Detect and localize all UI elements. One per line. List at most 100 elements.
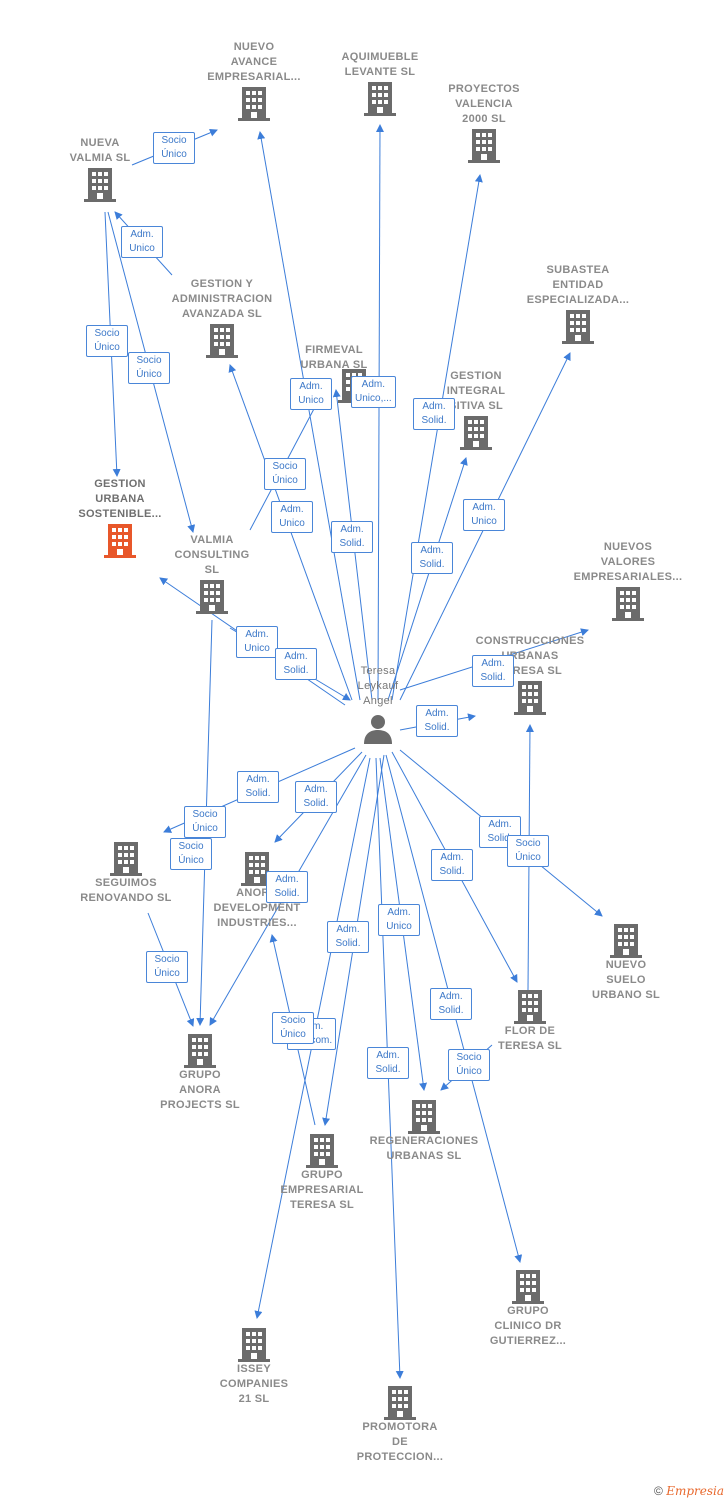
- relation-label[interactable]: Adm. Solid.: [430, 988, 472, 1020]
- company-label: ANORA DEVELOPMENT INDUSTRIES...: [213, 887, 301, 929]
- company-node-valmia-consulting[interactable]: VALMIA CONSULTING SL: [142, 533, 282, 614]
- company-label: AQUIMUEBLE LEVANTE SL: [341, 51, 419, 78]
- company-label: GRUPO ANORA PROJECTS SL: [160, 1069, 240, 1111]
- relation-label[interactable]: Adm. Unico,...: [351, 376, 396, 408]
- company-node-nuevos-valores[interactable]: NUEVOS VALORES EMPRESARIALES...: [558, 540, 698, 621]
- building-icon: [562, 310, 594, 344]
- relation-label[interactable]: Socio Único: [184, 806, 226, 838]
- building-icon: [110, 842, 142, 876]
- relation-label[interactable]: Adm. Unico: [290, 378, 332, 410]
- relation-label[interactable]: Socio Único: [264, 458, 306, 490]
- relation-label[interactable]: Adm. Solid.: [295, 781, 337, 813]
- relation-label[interactable]: Socio Único: [272, 1012, 314, 1044]
- building-icon: [196, 580, 228, 614]
- company-label: SEGUIMOS RENOVANDO SL: [80, 877, 172, 904]
- copyright-symbol: ©: [654, 1484, 663, 1498]
- company-node-issey[interactable]: ISSEY COMPANIES 21 SL: [184, 1326, 324, 1407]
- company-node-gestion-administracion[interactable]: GESTION Y ADMINISTRACION AVANZADA SL: [152, 277, 292, 358]
- company-label: GESTION Y ADMINISTRACION AVANZADA SL: [171, 278, 273, 320]
- company-node-gestion-integral[interactable]: GESTION INTEGRAL SITIVA SL: [406, 369, 546, 450]
- company-node-nuevo-avance[interactable]: NUEVO AVANCE EMPRESARIAL...: [184, 40, 324, 121]
- edge: [391, 174, 483, 701]
- company-node-grupo-empresarial[interactable]: GRUPO EMPRESARIAL TERESA SL: [252, 1132, 392, 1213]
- building-icon: [206, 324, 238, 358]
- building-icon: [514, 681, 546, 715]
- building-icon: [238, 1328, 270, 1362]
- relation-label[interactable]: Adm. Unico: [271, 501, 313, 533]
- company-label: NUEVOS VALORES EMPRESARIALES...: [573, 541, 683, 583]
- relation-label[interactable]: Adm. Solid.: [327, 921, 369, 953]
- relation-label[interactable]: Adm. Solid.: [416, 705, 458, 737]
- relation-label[interactable]: Socio Único: [448, 1049, 490, 1081]
- relation-label[interactable]: Adm. Unico: [236, 626, 278, 658]
- company-node-flor-teresa[interactable]: FLOR DE TERESA SL: [460, 988, 600, 1054]
- company-label: NUEVA VALMIA SL: [69, 137, 131, 164]
- company-node-promotora[interactable]: PROMOTORA DE PROTECCION...: [330, 1384, 470, 1465]
- company-label: GESTION URBANA SOSTENIBLE...: [78, 478, 162, 520]
- company-label: PROYECTOS VALENCIA 2000 SL: [448, 83, 520, 125]
- company-label: GRUPO CLINICO DR GUTIERREZ...: [489, 1305, 567, 1347]
- company-label: NUEVO SUELO URBANO SL: [591, 959, 661, 1001]
- company-node-proyectos-valencia[interactable]: PROYECTOS VALENCIA 2000 SL: [414, 82, 554, 163]
- company-label: SUBASTEA ENTIDAD ESPECIALIZADA...: [526, 264, 630, 306]
- building-icon: [104, 524, 136, 558]
- person-node[interactable]: Teresa Leykauf Angel: [308, 664, 448, 745]
- relation-label[interactable]: Adm. Solid.: [367, 1047, 409, 1079]
- company-node-grupo-anora[interactable]: GRUPO ANORA PROJECTS SL: [130, 1032, 270, 1113]
- company-label: REGENERACIONES URBANAS SL: [369, 1135, 479, 1162]
- company-node-nuevo-suelo[interactable]: NUEVO SUELO URBANO SL: [556, 922, 696, 1003]
- company-node-seguimos[interactable]: SEGUIMOS RENOVANDO SL: [56, 840, 196, 906]
- relation-label[interactable]: Socio Único: [170, 838, 212, 870]
- company-node-grupo-clinico[interactable]: GRUPO CLINICO DR GUTIERREZ...: [458, 1268, 598, 1349]
- relation-label[interactable]: Adm. Solid.: [431, 849, 473, 881]
- building-icon: [514, 990, 546, 1024]
- building-icon: [238, 87, 270, 121]
- building-icon: [408, 1100, 440, 1134]
- building-icon: [384, 1386, 416, 1420]
- person-name: Teresa Leykauf Angel: [357, 665, 399, 707]
- relation-label[interactable]: Adm. Solid.: [472, 655, 514, 687]
- relation-label[interactable]: Socio Único: [128, 352, 170, 384]
- building-icon: [512, 1270, 544, 1304]
- building-icon: [610, 924, 642, 958]
- building-icon: [612, 587, 644, 621]
- company-label: GESTION INTEGRAL SITIVA SL: [446, 370, 506, 412]
- edge: [375, 124, 384, 701]
- relation-label[interactable]: Adm. Solid.: [237, 771, 279, 803]
- company-label: FLOR DE TERESA SL: [497, 1025, 563, 1052]
- building-icon: [306, 1134, 338, 1168]
- relation-label[interactable]: Socio Único: [153, 132, 195, 164]
- brand-logo: Empresia: [666, 1484, 724, 1498]
- building-icon: [184, 1034, 216, 1068]
- building-icon: [468, 129, 500, 163]
- company-label: VALMIA CONSULTING SL: [174, 534, 250, 576]
- relation-label[interactable]: Socio Único: [86, 325, 128, 357]
- relation-label[interactable]: Adm. Unico: [378, 904, 420, 936]
- relation-label[interactable]: Socio Único: [507, 835, 549, 867]
- relation-label[interactable]: Adm. Solid.: [266, 871, 308, 903]
- relation-label[interactable]: Adm. Unico: [121, 226, 163, 258]
- company-label: ISSEY COMPANIES 21 SL: [219, 1363, 289, 1405]
- relation-label[interactable]: Socio Único: [146, 951, 188, 983]
- company-node-firmeval[interactable]: FIRMEVAL URBANA SL: [264, 343, 404, 403]
- company-label: NUEVO AVANCE EMPRESARIAL...: [207, 41, 301, 83]
- company-node-nueva-valmia[interactable]: NUEVA VALMIA SL: [30, 136, 170, 202]
- footer-brand[interactable]: © Empresia: [654, 1484, 724, 1498]
- building-icon: [460, 416, 492, 450]
- company-node-regeneraciones[interactable]: REGENERACIONES URBANAS SL: [354, 1098, 494, 1164]
- company-label: GRUPO EMPRESARIAL TERESA SL: [280, 1169, 364, 1211]
- relation-label[interactable]: Adm. Solid.: [411, 542, 453, 574]
- company-node-gestion-urbana[interactable]: GESTION URBANA SOSTENIBLE...: [50, 477, 190, 558]
- relation-label[interactable]: Adm. Solid.: [331, 521, 373, 553]
- relation-label[interactable]: Adm. Solid.: [413, 398, 455, 430]
- relation-label[interactable]: Adm. Solid.: [479, 816, 521, 848]
- company-label: FIRMEVAL URBANA SL: [300, 344, 368, 371]
- building-icon: [84, 168, 116, 202]
- company-node-anora-development[interactable]: ANORA DEVELOPMENT INDUSTRIES...: [187, 850, 327, 931]
- relation-label[interactable]: Adm. Solid.: [275, 648, 317, 680]
- relation-label[interactable]: Adm. Unico: [463, 499, 505, 531]
- company-node-subastea[interactable]: SUBASTEA ENTIDAD ESPECIALIZADA...: [508, 263, 648, 344]
- person-icon: [364, 715, 392, 744]
- company-node-aquimueble[interactable]: AQUIMUEBLE LEVANTE SL: [310, 50, 450, 116]
